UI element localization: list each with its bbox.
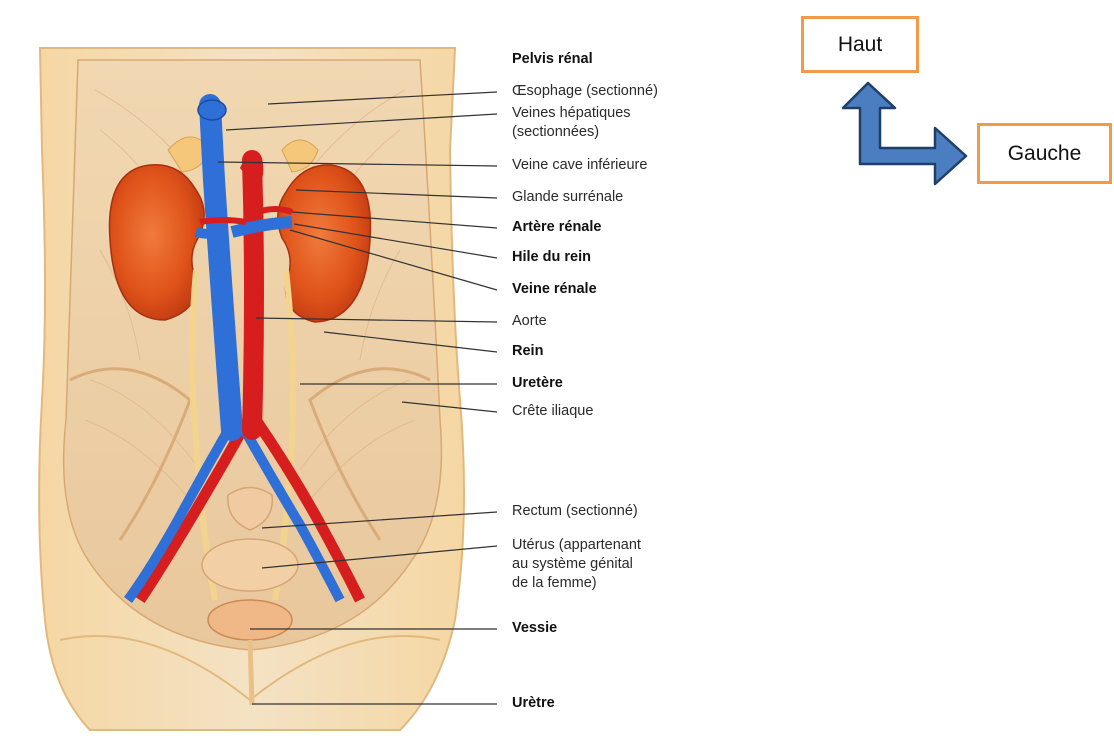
- label-oesophage: Œsophage (sectionné): [512, 83, 658, 100]
- left-kidney: [110, 165, 205, 320]
- aorta: [252, 160, 254, 430]
- label-glande-surrenale: Glande surrénale: [512, 189, 623, 206]
- haut-label: Haut: [838, 33, 882, 57]
- label-hile-du-rein: Hile du rein: [512, 249, 591, 266]
- label-veine-cave: Veine cave inférieure: [512, 157, 647, 174]
- label-vessie: Vessie: [512, 620, 557, 637]
- label-uretre: Urètre: [512, 695, 555, 712]
- label-aorte: Aorte: [512, 313, 547, 330]
- right-renal-artery: [258, 209, 292, 212]
- haut-box: Haut: [801, 16, 919, 73]
- left-renal-artery: [200, 220, 246, 222]
- label-veine-renale: Veine rénale: [512, 281, 597, 298]
- label-rein: Rein: [512, 343, 543, 360]
- orientation-arrow-icon: [843, 83, 966, 184]
- gauche-label: Gauche: [1008, 142, 1082, 166]
- label-artere-renale: Artère rénale: [512, 219, 601, 236]
- label-rectum: Rectum (sectionné): [512, 503, 638, 520]
- left-renal-vein: [196, 232, 226, 234]
- hepatic-veins: [198, 100, 226, 120]
- label-uterus-3: de la femme): [512, 575, 597, 592]
- label-uterus-2: au système génital: [512, 556, 633, 573]
- uterus: [202, 539, 298, 591]
- label-uretere: Uretère: [512, 375, 563, 392]
- label-veines-hepatiques-1: Veines hépatiques: [512, 105, 631, 122]
- gauche-box: Gauche: [977, 123, 1112, 184]
- label-crete-iliaque: Crête iliaque: [512, 403, 593, 420]
- urethra: [250, 640, 252, 705]
- bladder: [208, 600, 292, 640]
- label-uterus-1: Utérus (appartenant: [512, 537, 641, 554]
- label-pelvis-renal: Pelvis rénal: [512, 51, 593, 68]
- label-veines-hepatiques-2: (sectionnées): [512, 124, 599, 141]
